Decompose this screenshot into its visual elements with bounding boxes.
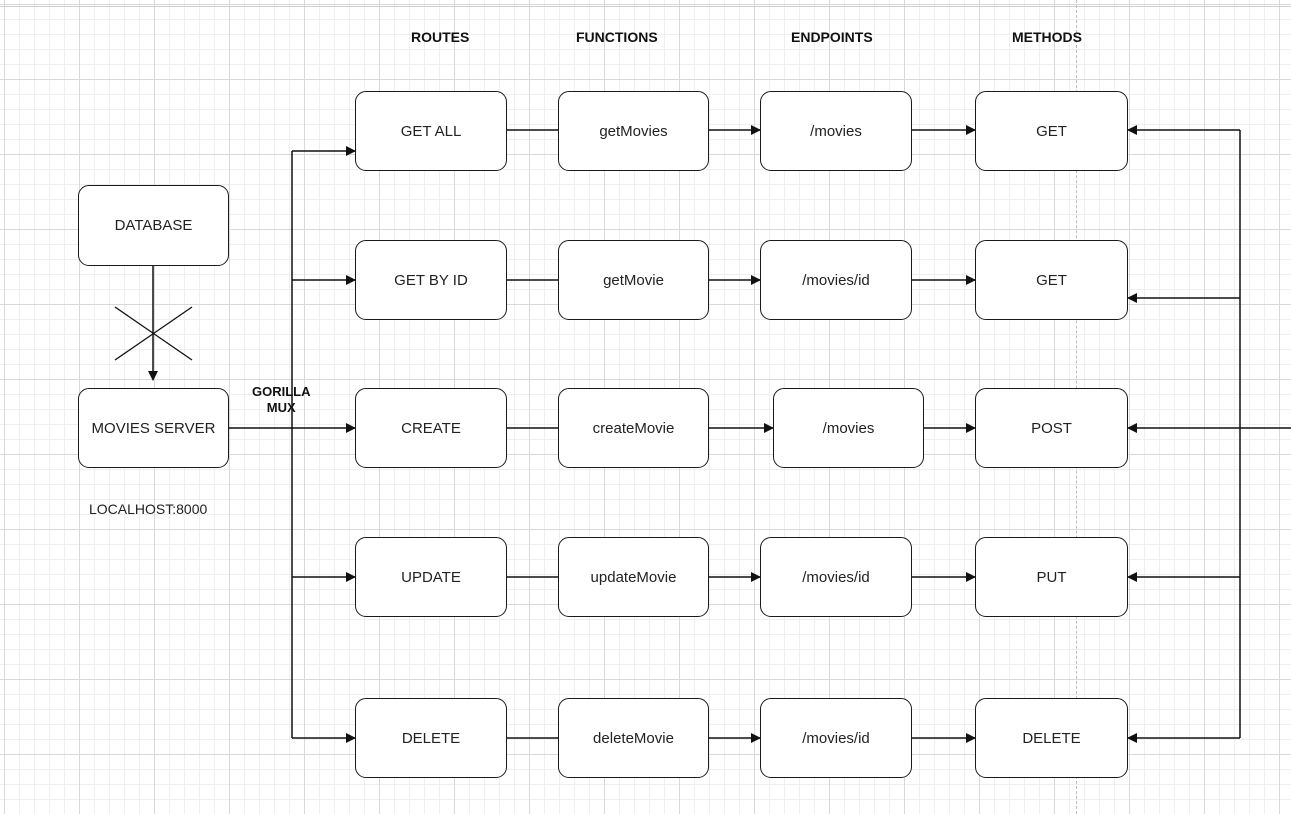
function-node-update-movie[interactable]: updateMovie bbox=[558, 537, 709, 617]
gorilla-mux-label: GORILLA MUX bbox=[252, 384, 311, 416]
header-routes: ROUTES bbox=[411, 29, 470, 45]
route-node-get-all[interactable]: GET ALL bbox=[355, 91, 507, 171]
function-node-get-movies[interactable]: getMovies bbox=[558, 91, 709, 171]
endpoint-node-movies-id-5[interactable]: /movies/id bbox=[760, 698, 912, 778]
canvas-top-border bbox=[0, 6, 1291, 7]
endpoint-node-movies-id-2[interactable]: /movies/id bbox=[760, 240, 912, 320]
route-node-delete[interactable]: DELETE bbox=[355, 698, 507, 778]
function-node-create-movie[interactable]: createMovie bbox=[558, 388, 709, 468]
route-node-update[interactable]: UPDATE bbox=[355, 537, 507, 617]
endpoint-node-movies-id-4[interactable]: /movies/id bbox=[760, 537, 912, 617]
cross-mark-line-b bbox=[114, 306, 193, 361]
gorilla-mux-line-2: MUX bbox=[266, 400, 296, 415]
function-node-delete-movie[interactable]: deleteMovie bbox=[558, 698, 709, 778]
header-functions: FUNCTIONS bbox=[576, 29, 658, 45]
header-methods: METHODS bbox=[1012, 29, 1082, 45]
header-endpoints: ENDPOINTS bbox=[791, 29, 873, 45]
movies-server-node[interactable]: MOVIES SERVER bbox=[78, 388, 229, 468]
method-node-get-2[interactable]: GET bbox=[975, 240, 1128, 320]
method-node-post[interactable]: POST bbox=[975, 388, 1128, 468]
route-node-get-by-id[interactable]: GET BY ID bbox=[355, 240, 507, 320]
route-node-create[interactable]: CREATE bbox=[355, 388, 507, 468]
method-node-get-1[interactable]: GET bbox=[975, 91, 1128, 171]
method-node-put[interactable]: PUT bbox=[975, 537, 1128, 617]
gorilla-mux-line-1: GORILLA bbox=[252, 384, 311, 399]
endpoint-node-movies-1[interactable]: /movies bbox=[760, 91, 912, 171]
server-address-label: LOCALHOST:8000 bbox=[89, 501, 208, 517]
endpoint-node-movies-3[interactable]: /movies bbox=[773, 388, 924, 468]
method-node-delete[interactable]: DELETE bbox=[975, 698, 1128, 778]
function-node-get-movie[interactable]: getMovie bbox=[558, 240, 709, 320]
database-node[interactable]: DATABASE bbox=[78, 185, 229, 266]
